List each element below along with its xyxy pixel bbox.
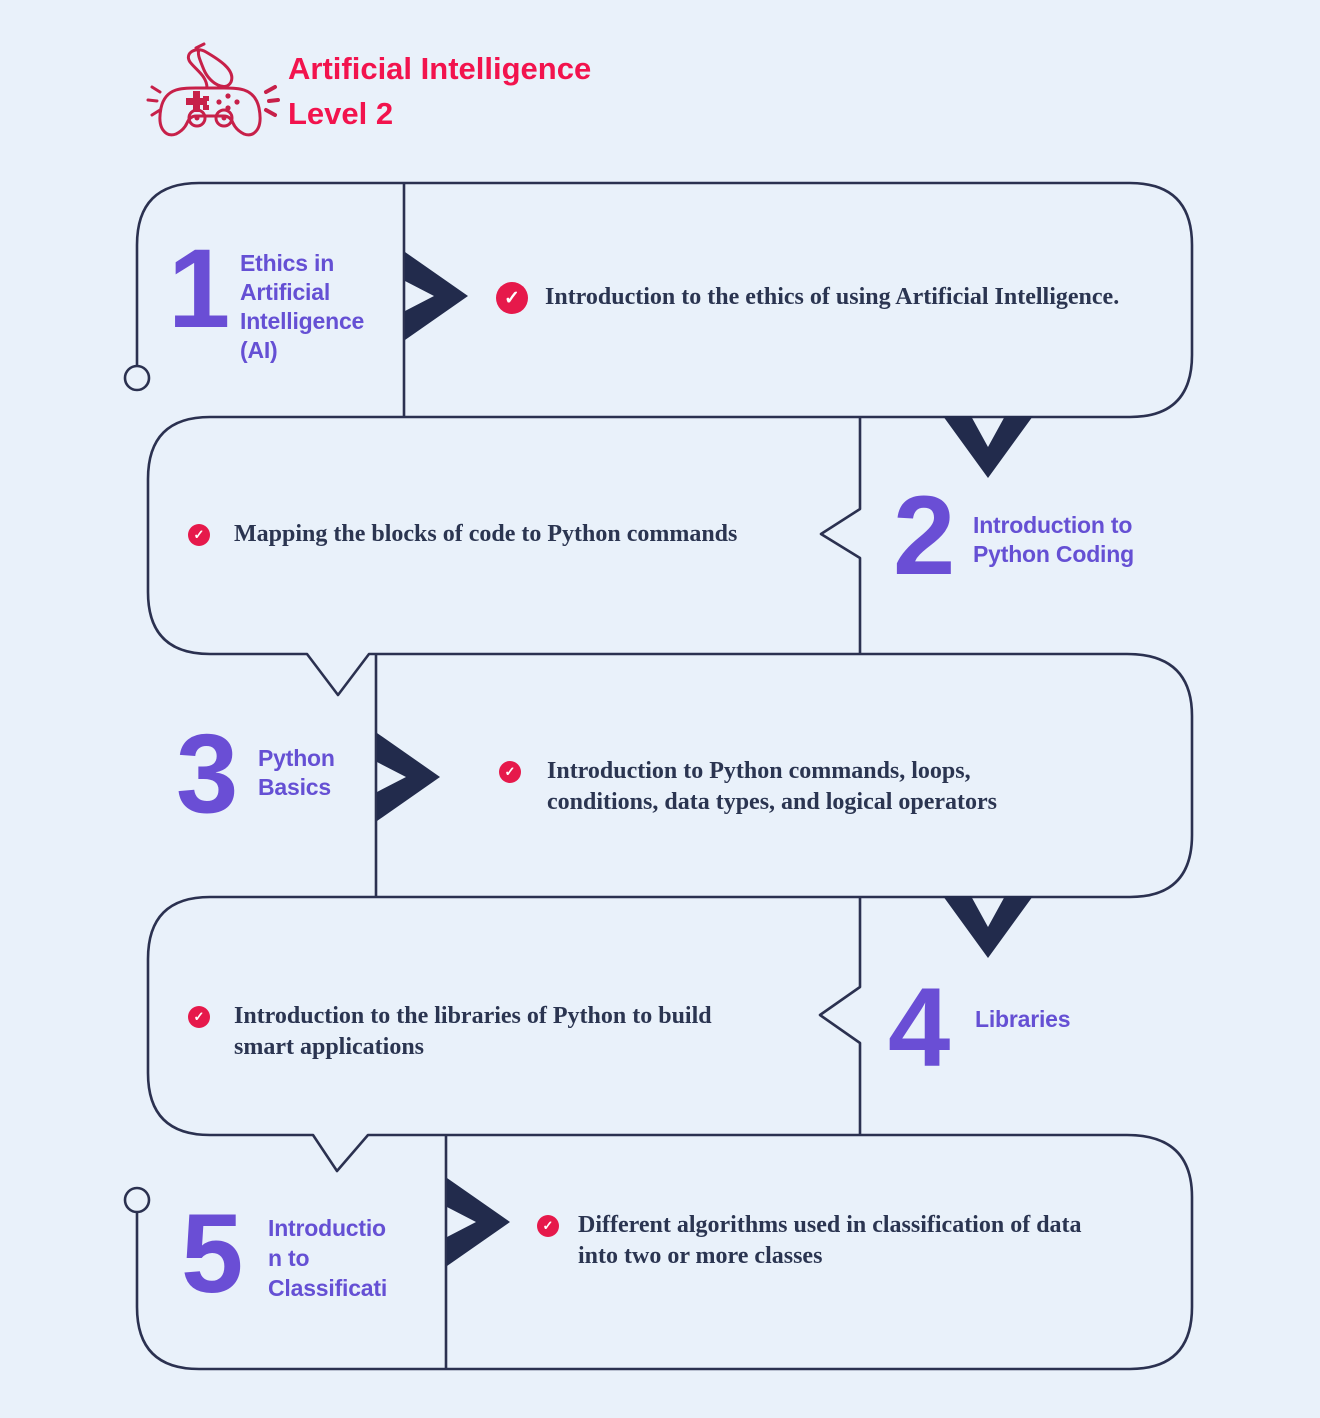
page-title-line2: Level 2	[288, 96, 394, 131]
connector-circle-bottom	[123, 1186, 151, 1214]
step-5-number: 5	[181, 1191, 243, 1316]
check-icon: ✓	[499, 761, 521, 783]
page-title-line1: Artificial Intelligence	[288, 51, 592, 86]
divider-lines	[374, 184, 862, 1368]
serpentine-outline	[135, 181, 1194, 1371]
step-4-number: 4	[888, 965, 950, 1090]
step-2-description: Mapping the blocks of code to Python com…	[234, 521, 738, 547]
check-icon: ✓	[188, 1006, 210, 1028]
arrow-down-icon	[943, 416, 1033, 478]
game-controller-icon	[146, 42, 280, 137]
arrow-down-icon	[943, 896, 1033, 958]
check-icon: ✓	[496, 282, 528, 314]
check-icon: ✓	[188, 524, 210, 546]
step-3-number: 3	[176, 711, 238, 836]
step-1-description: Introduction to the ethics of using Arti…	[545, 284, 1120, 310]
step-1-number: 1	[168, 226, 230, 351]
chevron-right-icon	[377, 733, 440, 821]
step-3-label: Python Basics	[258, 745, 335, 800]
step-4-label: Libraries	[975, 1006, 1071, 1032]
step-2-label: Introduction to Python Coding	[973, 512, 1134, 567]
step-5-label: Introductio n to Classificati	[268, 1215, 388, 1301]
step-1-label: Ethics in Artificial Intelligence (AI)	[240, 250, 365, 363]
chevron-right-icon	[405, 252, 468, 340]
step-4-description: Introduction to the libraries of Python …	[234, 1003, 712, 1060]
connector-circle-top	[123, 364, 151, 392]
step-5-description: Different algorithms used in classificat…	[578, 1212, 1082, 1269]
chevron-right-icon	[447, 1178, 510, 1266]
step-3-description: Introduction to Python commands, loops, …	[547, 758, 998, 815]
check-icon: ✓	[537, 1215, 559, 1237]
step-2-number: 2	[893, 473, 955, 598]
page-title: Artificial Intelligence Level 2	[288, 46, 591, 136]
